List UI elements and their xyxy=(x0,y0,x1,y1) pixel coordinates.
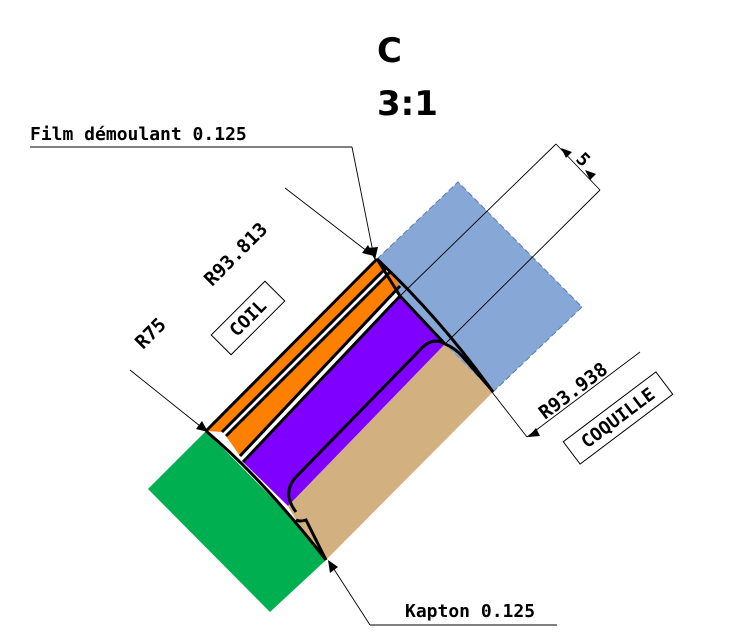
orange-strip-outer xyxy=(206,259,386,432)
film-layer xyxy=(222,268,390,436)
dim-r93938-arrow xyxy=(528,428,540,437)
view-scale: 3:1 xyxy=(377,84,438,124)
dim-5-arrow-b xyxy=(585,170,596,180)
dim-5-ext-b xyxy=(444,189,601,345)
kapton-leader-arrow xyxy=(328,560,338,573)
view-title: C xyxy=(377,31,402,71)
dim-r93938-leader xyxy=(526,351,641,438)
dim-5-ext-a xyxy=(399,143,557,297)
coil-label-box: COIL xyxy=(210,280,286,356)
dim-r75-label: R75 xyxy=(131,314,171,354)
layer-outlines xyxy=(204,257,446,513)
dim-r93938-line xyxy=(491,391,528,438)
mold-inner-contour xyxy=(375,258,447,346)
orange-strip-inner xyxy=(226,272,400,456)
dim-r93813-arrow xyxy=(362,245,374,256)
tan-block xyxy=(288,344,493,560)
dim-r93813-label: R93.813 xyxy=(200,218,272,290)
film-label: Film démoulant 0.125 xyxy=(30,124,247,145)
dim-r75-line xyxy=(129,369,206,431)
film-leader xyxy=(351,146,375,258)
kapton-leader xyxy=(329,562,371,626)
green-end-block xyxy=(148,431,326,612)
inner-contour xyxy=(205,429,328,561)
dim-r93813-line xyxy=(284,187,373,256)
purple-block xyxy=(243,296,445,506)
dim-r75-arrow xyxy=(196,421,208,432)
coquille-label: COQUILLE xyxy=(577,384,659,453)
tan-outline xyxy=(295,342,492,561)
kapton-label: Kapton 0.125 xyxy=(405,601,535,622)
film-leader-arrow xyxy=(368,247,378,260)
outer-contour xyxy=(375,257,495,393)
dim-5-label: 5 xyxy=(571,149,594,172)
dim-5-arrow-a xyxy=(561,148,572,158)
